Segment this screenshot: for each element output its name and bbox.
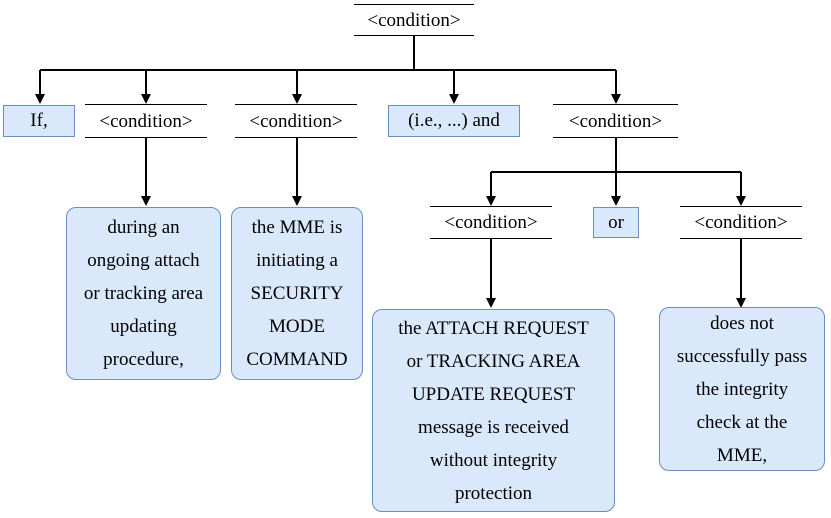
condition-node-c2: <condition> <box>680 206 802 239</box>
leaf-c2-line-5: MME, <box>716 444 768 466</box>
condition-node-a: <condition> <box>85 104 207 138</box>
leaf-c1-line-4: message is received <box>418 416 569 438</box>
leaf-a-line-5: procedure, <box>103 349 184 370</box>
leaf-c2-line-3: the integrity <box>695 378 789 400</box>
leaf-c2-line-1: does not <box>710 312 774 334</box>
leaf-a-line-3: or tracking area <box>83 283 204 304</box>
or-label-box: or <box>593 207 639 238</box>
leaf-text-c1: the ATTACH REQUEST or TRACKING AREA UPDA… <box>372 309 615 512</box>
condition-node-b: <condition> <box>235 104 357 138</box>
leaf-a-line-2: ongoing attach <box>87 250 200 271</box>
ie-label-box: (i.e., ...) and <box>388 105 520 137</box>
leaf-b-line-2: initiating a <box>256 250 338 271</box>
leaf-b-line-4: MODE <box>269 316 325 337</box>
leaf-c1-line-5: without integrity <box>429 449 558 471</box>
if-label-box: If, <box>3 105 75 137</box>
leaf-c1-line-1: the ATTACH REQUEST <box>398 317 589 339</box>
condition-node-c1: <condition> <box>430 206 552 239</box>
root-condition-node: <condition> <box>354 4 474 36</box>
leaf-b-line-5: COMMAND <box>246 349 348 370</box>
leaf-a-line-1: during an <box>107 217 180 238</box>
leaf-b-line-3: SECURITY <box>250 283 344 304</box>
leaf-c2-line-4: check at the <box>696 411 788 433</box>
leaf-c2-line-2: successfully pass <box>676 345 808 367</box>
leaf-text-c2: does not successfully pass the integrity… <box>659 307 825 471</box>
condition-node-c: <condition> <box>553 104 678 138</box>
leaf-b-line-1: the MME is <box>251 217 343 238</box>
leaf-c1-line-6: protection <box>454 482 533 504</box>
leaf-text-a: during an ongoing attach or tracking are… <box>66 207 221 380</box>
leaf-a-line-4: updating <box>110 316 177 337</box>
leaf-text-b: the MME is initiating a SECURITY MODE CO… <box>231 207 363 380</box>
leaf-c1-line-3: UPDATE REQUEST <box>411 383 576 405</box>
leaf-c1-line-2: or TRACKING AREA <box>406 350 581 372</box>
